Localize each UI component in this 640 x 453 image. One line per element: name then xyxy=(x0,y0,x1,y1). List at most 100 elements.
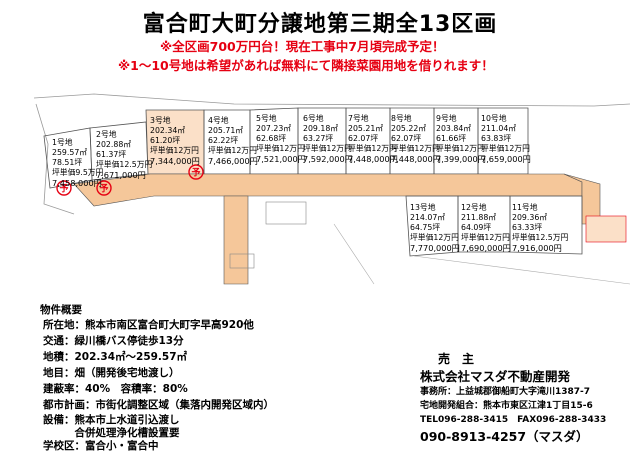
svg-text:予: 予 xyxy=(191,168,200,179)
lot-price: 7,448,000円 xyxy=(348,154,398,164)
lot-tsubo: 61.66坪 xyxy=(436,134,467,143)
lot-tsubo: 63.27坪 xyxy=(303,134,334,143)
lot-label-1: 1号地 259.57㎡ 78.51坪 坪単価9.5万円 7,458,000円 xyxy=(52,138,103,188)
lot-label-4: 4号地 205.71㎡ 62.22坪 坪単価12万円 7,466,000円 xyxy=(208,116,258,166)
lot-number: 7号地 xyxy=(348,114,369,123)
lot-number: 12号地 xyxy=(461,203,487,212)
seller-office: 事務所：上益城郡御船町大字滝川1387-7 xyxy=(420,387,591,397)
lot-tsubo: 62.68坪 xyxy=(256,134,287,143)
lot-number: 10号地 xyxy=(481,114,507,123)
road-branch xyxy=(223,195,249,285)
lot-unit-price: 坪単価12万円 xyxy=(410,233,459,242)
spec-access: 交通：緑川橋バス停徒歩13分 xyxy=(43,335,184,347)
lot-tsubo: 62.07坪 xyxy=(391,134,422,143)
lot-number: 8号地 xyxy=(391,114,412,123)
sold-mark-lot-3: 予 xyxy=(188,164,204,180)
lot-price: 7,671,000円 xyxy=(96,170,146,180)
seller-mobile[interactable]: 090-8913-4257（マスダ） xyxy=(420,429,589,444)
lot-area: 211.04㎡ xyxy=(481,124,517,133)
lot-area: 203.84㎡ xyxy=(436,124,472,133)
lot-number: 4号地 xyxy=(208,116,229,125)
lot-area: 202.34㎡ xyxy=(150,126,186,135)
lot-label-12: 12号地 211.88㎡ 64.09坪 坪単価12万円 7,690,000円 xyxy=(461,203,511,253)
svg-text:予: 予 xyxy=(99,184,108,195)
lot-number: 2号地 xyxy=(96,130,117,139)
lot-tsubo: 62.07坪 xyxy=(348,134,379,143)
lot-label-10: 10号地 211.04㎡ 63.83坪 坪単価12万円 7,659,000円 xyxy=(481,114,531,164)
lot-tsubo: 78.51坪 xyxy=(52,158,83,167)
lot-label-9: 9号地 203.84㎡ 61.66坪 坪単価12万円 7,399,000円 xyxy=(436,114,486,164)
lot-tsubo: 61.37坪 xyxy=(96,150,127,159)
lot-tsubo: 64.75坪 xyxy=(410,223,441,232)
lot-price: 7,344,000円 xyxy=(150,156,200,166)
lot-area: 202.88㎡ xyxy=(96,140,132,149)
lot-unit-price: 坪単価12万円 xyxy=(303,144,352,153)
lot-label-2: 2号地 202.88㎡ 61.37坪 坪単価12.5万円 7,671,000円 xyxy=(96,130,152,180)
lot-unit-price: 坪単価12万円 xyxy=(391,144,440,153)
lot-number: 11号地 xyxy=(512,203,538,212)
lot-area: 209.18㎡ xyxy=(303,124,339,133)
lot-unit-price: 坪単価12万円 xyxy=(461,233,510,242)
lot-number: 6号地 xyxy=(303,114,324,123)
lot-price: 7,466,000円 xyxy=(208,156,258,166)
spec-land-use: 地目：畑（開発後宅地渡し） xyxy=(43,367,180,379)
left-neighbor-lots xyxy=(35,103,75,215)
lot-price: 7,690,000円 xyxy=(461,243,511,253)
lot-tsubo: 62.22坪 xyxy=(208,136,239,145)
lot-area: 214.07㎡ xyxy=(410,213,446,222)
lot-price: 7,448,000円 xyxy=(391,154,441,164)
lot-area: 205.21㎡ xyxy=(348,124,384,133)
spec-zoning: 都市計画：市街化調整区域（集落内開発区域内） xyxy=(43,399,274,411)
lot-unit-price: 坪単価12.5万円 xyxy=(96,160,153,169)
lot-number: 5号地 xyxy=(256,114,277,123)
spec-utilities-cont: 合併処理浄化槽設置要 xyxy=(43,427,180,439)
lot-number: 13号地 xyxy=(410,203,436,212)
spec-location: 所在地：熊本市南区富合町大町字早高920他 xyxy=(43,319,254,331)
lot-tsubo: 61.20坪 xyxy=(150,136,181,145)
seller-branch: 宅地開発組合：熊本市東区江津1丁目15-6 xyxy=(420,401,593,411)
lot-label-6: 6号地 209.18㎡ 63.27坪 坪単価12万円 7,592,000円 xyxy=(303,114,353,164)
lot-price: 7,399,000円 xyxy=(436,154,486,164)
site-plan-map: 予 予 予 xyxy=(34,84,630,296)
seller-company: 株式会社マスダ不動産開発 xyxy=(420,369,571,384)
note-price: ※全区画700万円台！現在工事中7月頃完成予定！ xyxy=(160,39,445,54)
lot-area: 209.36㎡ xyxy=(512,213,548,222)
seller-tel-fax: TEL096-288-3415 FAX096-288-3433 xyxy=(420,415,607,425)
specs-heading: 物件概要 xyxy=(40,304,82,316)
lot-number: 3号地 xyxy=(150,116,171,125)
lot-tsubo: 64.09坪 xyxy=(461,223,492,232)
lot-label-7: 7号地 205.21㎡ 62.07坪 坪単価12万円 7,448,000円 xyxy=(348,114,398,164)
lot-label-5: 5号地 207.23㎡ 62.68坪 坪単価12万円 7,521,000円 xyxy=(256,114,306,164)
lot-unit-price: 坪単価12.5万円 xyxy=(512,233,569,242)
lower-boundary-line xyxy=(333,223,630,285)
seller-heading: 売 主 xyxy=(438,352,475,366)
lot-unit-price: 坪単価12万円 xyxy=(348,144,397,153)
lot-area: 259.57㎡ xyxy=(52,148,88,157)
lot-price: 7,592,000円 xyxy=(303,154,353,164)
lot-tsubo: 63.83坪 xyxy=(481,134,512,143)
lot-label-13: 13号地 214.07㎡ 64.75坪 坪単価12万円 7,770,000円 xyxy=(410,203,460,253)
page-title: 富合町大町分譲地第三期全13区画 xyxy=(142,12,498,37)
spec-ratios: 建蔽率：40% 容積率：80% xyxy=(43,383,188,395)
upper-boundary-line xyxy=(34,93,630,107)
lot-label-3: 3号地 202.34㎡ 61.20坪 坪単価12万円 7,344,000円 xyxy=(150,116,200,166)
lot-area: 205.71㎡ xyxy=(208,126,244,135)
lot-unit-price: 坪単価9.5万円 xyxy=(52,168,104,177)
lot-unit-price: 坪単価12万円 xyxy=(256,144,305,153)
adjacent-building xyxy=(265,201,307,225)
lot-unit-price: 坪単価12万円 xyxy=(208,146,257,155)
lot-price: 7,458,000円 xyxy=(52,178,102,188)
lot-unit-price: 坪単価12万円 xyxy=(436,144,485,153)
lot-price: 7,659,000円 xyxy=(481,154,531,164)
legend-box xyxy=(585,215,627,243)
spec-utilities: 設備：熊本市上水道引込渡し xyxy=(43,414,180,426)
spec-area: 地積：202.34㎡～259.57㎡ xyxy=(43,351,188,363)
lot-price: 7,916,000円 xyxy=(512,243,562,253)
lot-area: 205.22㎡ xyxy=(391,124,427,133)
lot-number: 1号地 xyxy=(52,138,73,147)
lot-tsubo: 63.33坪 xyxy=(512,223,543,232)
lot-number: 9号地 xyxy=(436,114,457,123)
sold-mark-lot-2: 予 xyxy=(96,180,112,196)
adjacent-building xyxy=(229,253,255,269)
